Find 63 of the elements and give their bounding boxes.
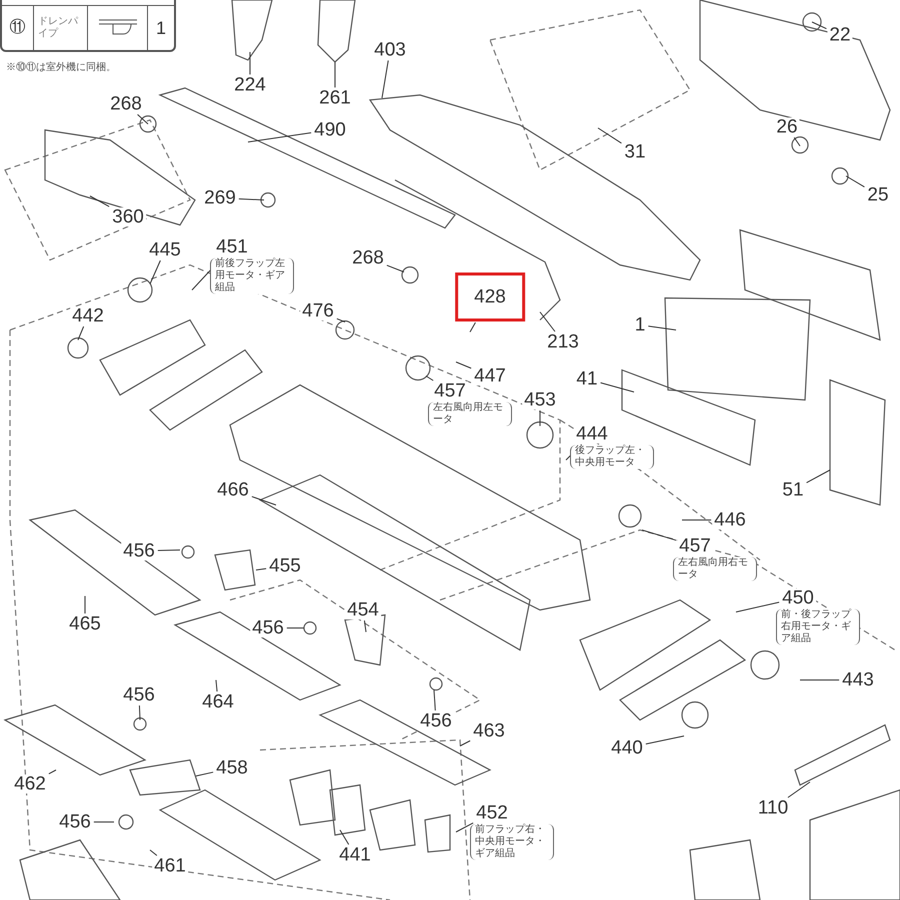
leader-line <box>806 470 830 484</box>
leader-line <box>137 114 148 124</box>
leader-line <box>382 60 389 98</box>
leader-line <box>150 260 161 284</box>
leader-line <box>251 496 276 506</box>
leader-line <box>84 596 86 614</box>
part-description: 前フラップ右・中央用モータ・ギア組品 <box>470 824 554 860</box>
leader-line <box>434 690 436 711</box>
table-cell: ドレンパイプ <box>34 6 88 50</box>
leader-line <box>157 550 180 552</box>
leader-line <box>812 22 827 30</box>
leader-line <box>456 822 474 832</box>
leader-line <box>78 326 84 340</box>
leader-line <box>645 736 684 745</box>
callout-number: 447 <box>472 366 508 386</box>
table-cell-text: 1 <box>154 16 167 40</box>
leader-line <box>648 326 676 330</box>
callout-number: 446 <box>712 510 748 530</box>
callout-number: 26 <box>774 118 800 136</box>
callout-number: 428 <box>455 272 525 322</box>
callout-number: 461 <box>152 856 188 876</box>
leader-line <box>456 362 472 369</box>
callout-number: 456 <box>250 618 286 638</box>
leader-line <box>736 602 780 612</box>
leader-line <box>846 176 865 188</box>
leader-line <box>426 376 434 381</box>
note: ※⑩⑪は室外機に同梱。 <box>6 60 116 75</box>
leader-line <box>364 620 366 632</box>
leader-line <box>138 705 140 720</box>
leader-line <box>794 137 800 146</box>
callout-number: 456 <box>121 542 157 560</box>
part-description: 左右風向用左モータ <box>428 402 512 426</box>
leader-line <box>460 740 471 746</box>
callout-number: 454 <box>345 600 381 620</box>
part-description: 左右風向用右モータ <box>673 557 757 581</box>
part-description: 前・後フラップ右用モータ・ギア組品 <box>776 609 860 645</box>
leader-line <box>386 264 404 272</box>
callout-number: 360 <box>110 208 146 226</box>
leader-line <box>340 830 350 845</box>
leader-line <box>256 568 267 570</box>
callout-number: 453 <box>522 390 558 410</box>
leader-line <box>238 198 264 200</box>
leader-line <box>196 772 214 776</box>
callout-number: 456 <box>418 712 454 730</box>
leader-line <box>150 850 158 856</box>
table-cell: ⑪ <box>2 6 34 50</box>
leader-line <box>787 782 810 798</box>
leader-line <box>598 128 622 144</box>
leader-line <box>540 312 556 332</box>
leader-line <box>470 322 476 332</box>
leader-line <box>90 196 110 208</box>
leader-line <box>336 318 346 322</box>
callout-number: 462 <box>12 774 48 794</box>
leader-line <box>248 132 312 142</box>
leader-line <box>216 680 218 692</box>
part-description: 前後フラップ左用モータ・ギア組品 <box>210 258 294 294</box>
callout-number: 444 <box>574 424 610 444</box>
part-description: 後フラップ左・中央用モータ <box>570 445 654 469</box>
leader-line <box>642 530 677 541</box>
leader-line <box>334 62 336 88</box>
callout-number: 476 <box>300 302 336 320</box>
leader-line <box>48 770 56 774</box>
leader-line <box>600 382 634 392</box>
